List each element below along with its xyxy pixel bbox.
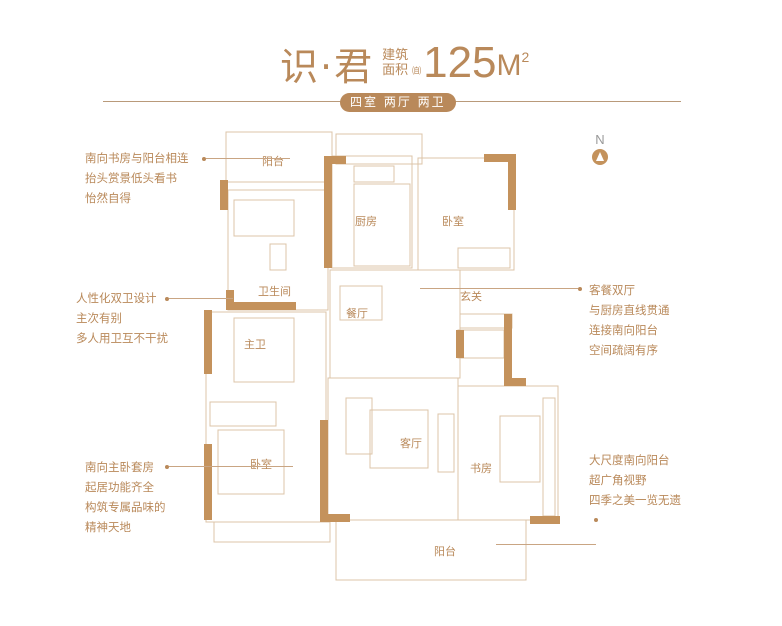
leader-line <box>169 298 233 299</box>
room-master-bedroom: 卧室 <box>250 458 272 471</box>
note-line: 多人用卫互不干扰 <box>76 331 168 345</box>
layout-badge: 四室 两厅 两卫 <box>340 93 456 112</box>
area-label-line1: 建筑 <box>382 48 409 63</box>
note-line: 南向书房与阳台相连 <box>85 151 189 165</box>
note-balcony: 大尺度南向阳台 超广角视野 四季之美一览无遗 <box>589 450 681 510</box>
note-line: 与厨房直线贯通 <box>589 303 670 317</box>
note-line: 人性化双卫设计 <box>76 291 157 305</box>
room-dining: 餐厅 <box>346 307 368 320</box>
area-unit-m: M <box>496 49 522 82</box>
note-line: 主次有别 <box>76 311 122 325</box>
area-unit: M2 <box>497 49 530 83</box>
note-line: 四季之美一览无遗 <box>589 493 681 507</box>
room-balcony-north: 阳台 <box>262 155 284 168</box>
note-line: 连接南向阳台 <box>589 323 658 337</box>
north-arrow-icon <box>592 149 608 165</box>
note-line: 客餐双厅 <box>589 283 635 297</box>
note-line: 构筑专属品味的 <box>85 500 166 514</box>
area-label: 建筑 面积 <box>382 48 412 78</box>
room-living: 客厅 <box>400 437 422 450</box>
room-bedroom-north: 卧室 <box>442 215 464 228</box>
approx-icon: ㉂ <box>412 66 422 77</box>
leader-dot <box>202 157 206 161</box>
note-line: 南向主卧套房 <box>85 460 154 474</box>
note-line: 空间疏阔有序 <box>589 343 658 357</box>
note-line: 大尺度南向阳台 <box>589 453 670 467</box>
compass: N <box>592 132 608 165</box>
room-balcony-south: 阳台 <box>434 545 456 558</box>
compass-label: N <box>595 132 605 147</box>
leader-line <box>169 466 293 467</box>
note-line: 起居功能齐全 <box>85 480 154 494</box>
plan-title: 识·君 建筑 面积 ㉂ 125 M2 <box>280 38 530 89</box>
leader-line <box>496 544 596 545</box>
room-kitchen: 厨房 <box>355 215 377 228</box>
leader-line <box>420 288 578 289</box>
area-label-line2: 面积 <box>382 63 409 78</box>
area-unit-sup: 2 <box>521 49 530 65</box>
note-line: 超广角视野 <box>589 473 647 487</box>
note-line: 怡然自得 <box>85 191 131 205</box>
room-study: 书房 <box>470 462 492 475</box>
leader-line <box>206 158 290 159</box>
note-master: 南向主卧套房 起居功能齐全 构筑专属品味的 精神天地 <box>85 457 166 537</box>
area-value: 125 <box>423 38 497 87</box>
leader-dot <box>165 465 169 469</box>
plan-name: 识·君 <box>280 44 375 89</box>
note-living: 客餐双厅 与厨房直线贯通 连接南向阳台 空间疏阔有序 <box>589 280 670 360</box>
note-line: 抬头赏景低头看书 <box>85 171 177 185</box>
leader-dot <box>165 297 169 301</box>
room-master-bath: 主卫 <box>244 338 266 351</box>
note-line: 精神天地 <box>85 520 131 534</box>
note-study: 南向书房与阳台相连 抬头赏景低头看书 怡然自得 <box>85 148 189 208</box>
room-bathroom: 卫生间 <box>258 285 291 298</box>
leader-dot <box>594 518 598 522</box>
leader-dot <box>578 287 582 291</box>
room-entrance: 玄关 <box>460 290 482 303</box>
note-bath: 人性化双卫设计 主次有别 多人用卫互不干扰 <box>76 288 168 348</box>
